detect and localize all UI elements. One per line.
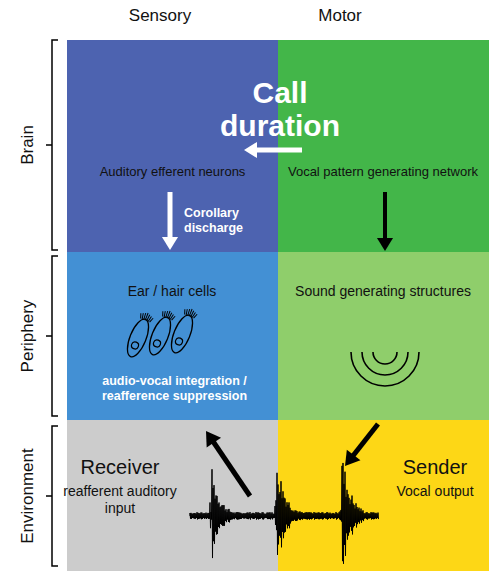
hair-cell-nucleus bbox=[152, 339, 161, 348]
hair-bundle-stroke bbox=[172, 316, 176, 321]
environment-motor-panel: SenderVocal output bbox=[278, 420, 489, 571]
hair-cell-body bbox=[167, 312, 197, 355]
hair-cell-icon bbox=[145, 308, 177, 358]
hair-bundle-stroke bbox=[143, 313, 146, 320]
arrow-head bbox=[206, 431, 221, 447]
hair-bundle-stroke bbox=[150, 318, 154, 323]
arrow-connector bbox=[377, 192, 393, 251]
sound-wave-arc bbox=[373, 352, 397, 364]
panel-text: Vocal pattern generating network bbox=[283, 164, 483, 180]
panel-subtext: reafferent auditory input bbox=[55, 483, 185, 517]
arrow-connector bbox=[244, 142, 302, 158]
hair-bundle-stroke bbox=[170, 314, 173, 320]
hair-bundle-stroke bbox=[185, 309, 188, 315]
hair-bundle-stroke bbox=[167, 311, 170, 318]
arrow-label: Corollary discharge bbox=[184, 206, 276, 236]
hair-bundle-stroke bbox=[141, 313, 144, 319]
column-heading: Sensory bbox=[129, 6, 191, 26]
hair-bundle-stroke bbox=[148, 316, 151, 322]
waveform bbox=[190, 463, 379, 564]
brain-motor-panel: Vocal pattern generating network bbox=[278, 40, 489, 252]
hair-cell-nucleus bbox=[130, 341, 139, 350]
arrow-head bbox=[162, 237, 178, 250]
arrow-line bbox=[353, 424, 378, 456]
hair-bundle-stroke bbox=[192, 312, 195, 318]
hair-cell-body bbox=[145, 314, 175, 357]
periphery-motor-panel: Sound generating structures bbox=[278, 252, 489, 420]
arrow-connector bbox=[162, 192, 178, 250]
hair-bundle-stroke bbox=[183, 309, 187, 314]
hair-cell-icon bbox=[123, 310, 155, 360]
panel-text: Auditory efferent neurons bbox=[67, 164, 278, 180]
hair-bundle-stroke bbox=[194, 314, 198, 319]
arrow-line bbox=[256, 148, 302, 153]
hair-bundle-stroke bbox=[139, 313, 143, 318]
arrow-head bbox=[345, 450, 360, 466]
arrow-connector bbox=[206, 431, 250, 496]
hair-cell-nucleus bbox=[174, 337, 183, 346]
periphery-sensory-panel: Ear / hair cells audio-vocal integration … bbox=[67, 252, 278, 420]
hair-bundle-stroke bbox=[163, 311, 166, 317]
panel-text: Ear / hair cells bbox=[97, 283, 247, 300]
brain-sensory-panel: Auditory efferent neurons bbox=[67, 40, 278, 252]
hair-cell-body bbox=[123, 316, 153, 359]
row-heading: Environment bbox=[18, 448, 38, 543]
hair-bundle-stroke bbox=[161, 311, 165, 316]
panel-subtext: Vocal output bbox=[385, 483, 485, 500]
arrow-head bbox=[244, 142, 257, 158]
hair-bundle-stroke bbox=[145, 313, 148, 320]
hair-bundle-stroke bbox=[165, 311, 168, 318]
sound-wave-arc bbox=[351, 352, 419, 386]
panel-text: Receiver bbox=[60, 455, 180, 479]
arrow-head bbox=[377, 238, 393, 251]
hair-bundle-stroke bbox=[191, 310, 194, 317]
arrow-line bbox=[213, 442, 250, 496]
hair-bundle-stroke bbox=[187, 309, 190, 316]
panel-subtext: audio-vocal integration / reafference su… bbox=[72, 374, 277, 404]
sound-wave-arc bbox=[362, 352, 408, 375]
hair-bundle-stroke bbox=[189, 309, 192, 316]
row-heading: Brain bbox=[18, 125, 38, 165]
hair-bundle-stroke bbox=[169, 312, 172, 319]
arrow-connector bbox=[345, 424, 378, 466]
arrow-line bbox=[383, 192, 387, 239]
hair-cell-icon bbox=[167, 306, 199, 356]
hair-bundle-stroke bbox=[147, 314, 150, 321]
environment-sensory-panel: Receiverreafferent auditory input bbox=[67, 420, 278, 571]
row-heading: Periphery bbox=[18, 300, 38, 373]
panel-text: Sound generating structures bbox=[283, 283, 483, 300]
central-title: Call duration bbox=[205, 76, 355, 142]
arrow-line bbox=[168, 192, 173, 238]
panel-text: Sender bbox=[385, 455, 485, 479]
column-heading: Motor bbox=[318, 6, 361, 26]
